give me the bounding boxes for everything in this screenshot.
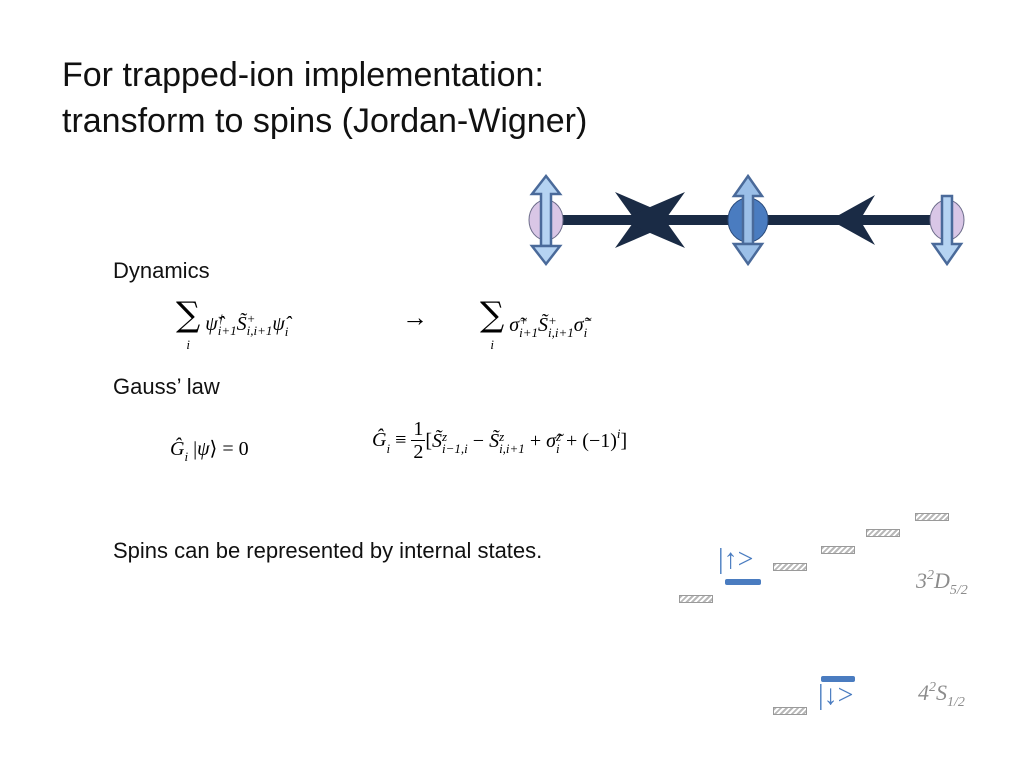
- slide-title: For trapped-ion implementation: transfor…: [62, 52, 587, 144]
- title-line-2: transform to spins (Jordan-Wigner): [62, 102, 588, 140]
- title-line-1: For trapped-ion implementation:: [62, 56, 544, 94]
- cross-link-icon: [615, 192, 685, 248]
- level-d-5: [866, 529, 900, 537]
- dynamics-label: Dynamics: [113, 258, 210, 283]
- down-state-level: [821, 676, 855, 682]
- up-state-level: [725, 579, 761, 585]
- level-d-4: [821, 546, 855, 554]
- level-s-1: [773, 707, 807, 715]
- dynamics-arrow: →: [402, 303, 428, 332]
- level-d-1: [679, 595, 713, 603]
- up-state-ket: |↑>: [718, 544, 754, 575]
- gauss-law-label: Gauss’ law: [113, 374, 220, 399]
- level-d-3: [773, 563, 807, 571]
- equivalence-symbol: ≡: [395, 429, 407, 451]
- gauss-equation-lhs: Ĝi |ψ⟩ = 0: [170, 438, 249, 464]
- spins-statement: Spins can be represented by internal sta…: [113, 538, 543, 563]
- s-term-label: 42S1/2: [918, 680, 965, 710]
- one-half-fraction: 1 2: [411, 418, 426, 463]
- down-state-ket: |↓>: [818, 680, 854, 711]
- spin-chain-diagram: [528, 173, 965, 267]
- arrow-link-icon: [830, 195, 875, 245]
- gauss-equals-zero: = 0: [222, 438, 249, 460]
- spin-down-arrow-icon-3: [930, 194, 964, 267]
- d-term-label: 32D5/2: [916, 568, 968, 598]
- level-d-6: [915, 513, 949, 521]
